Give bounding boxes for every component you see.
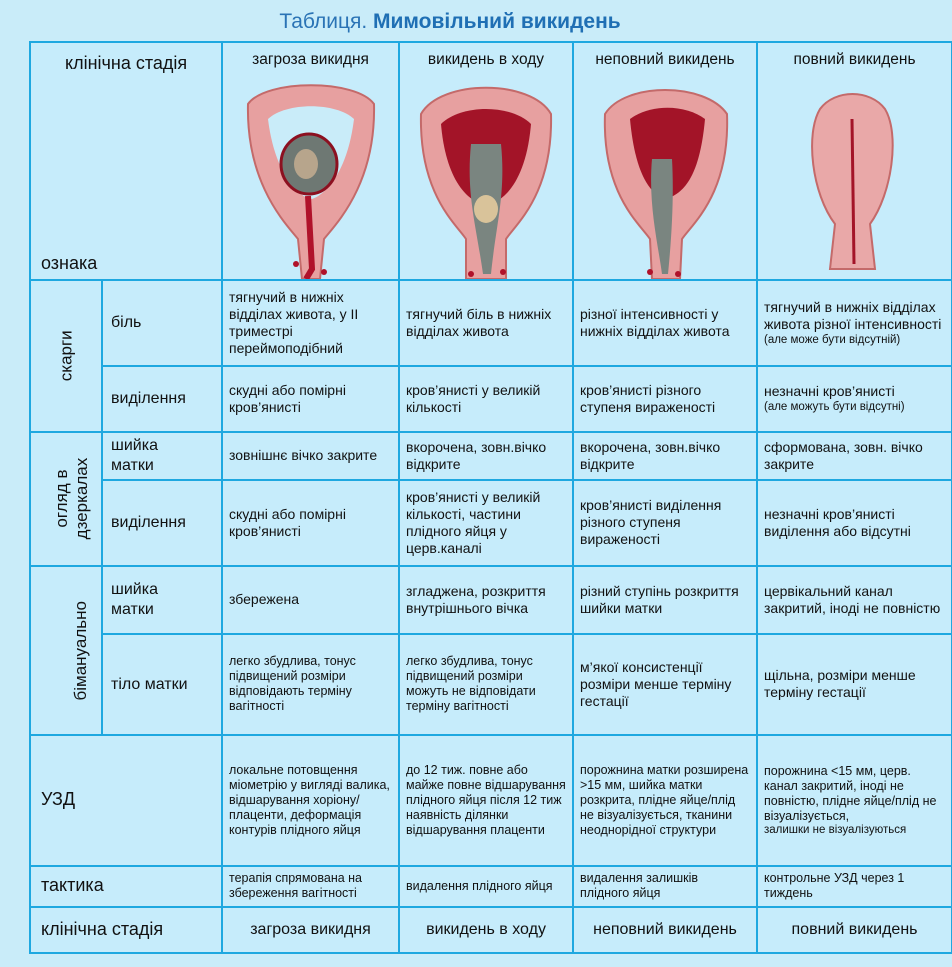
cell-discharge-complete: незначні кров’янисті(але можуть бути від…: [756, 364, 952, 433]
cell-tactics-inevitable: видалення плідного яйця: [398, 864, 574, 908]
cell-bcervix-threatened: збережена: [221, 564, 400, 635]
cell-tactics-threatened: терапія спрямована на збереження вагітно…: [221, 864, 400, 908]
sub-discharge: виділення: [101, 364, 223, 433]
uterus-inevitable-illustration: [419, 86, 553, 278]
stage-label: загроза викидня: [252, 51, 369, 68]
cell-discharge-inevitable: кров’янисті у великій кількості: [398, 364, 574, 433]
cell-body-incomplete: м’якої консистенції розміри менше термін…: [572, 632, 758, 736]
cell-cervix-inevitable: вкорочена, зовн.вічко відкрите: [398, 430, 574, 481]
cell-discharge2-complete: незначні кров’янисті виділення або відсу…: [756, 478, 952, 567]
header-complete: повний викидень: [756, 41, 952, 281]
cell-cervix-incomplete: вкорочена, зовн.вічко відкрите: [572, 430, 758, 481]
corner-sign-label: ознака: [41, 252, 98, 273]
footer-threatened: загроза викидня: [221, 905, 400, 954]
cell-tactics-incomplete: видалення залишків плідного яйця: [572, 864, 758, 908]
cell-pain-inevitable: тягнучий біль в нижніх відділах живота: [398, 278, 574, 367]
cell-usg-complete: порожнина <15 мм, церв. канал закритий, …: [756, 733, 952, 867]
sub-body: тіло матки: [101, 632, 223, 736]
cell-discharge-incomplete: кров’янисті різного ступеня вираженості: [572, 364, 758, 433]
cell-discharge2-inevitable: кров’янисті у великій кількості, частини…: [398, 478, 574, 567]
footer-inevitable: викидень в ходу: [398, 905, 574, 954]
cell-bcervix-inevitable: згладжена, розкриття внутрішнього вічка: [398, 564, 574, 635]
footer-incomplete: неповний викидень: [572, 905, 758, 954]
uterus-incomplete-illustration: [603, 89, 729, 278]
uterus-complete-illustration: [810, 92, 894, 270]
cell-usg-inevitable: до 12 тиж. повне або майже повне відшару…: [398, 733, 574, 867]
page-title: Таблиця. Мимовільний викидень: [0, 10, 900, 34]
cell-tactics-complete: контрольне УЗД через 1 тиждень: [756, 864, 952, 908]
group-complaints: скарги: [29, 278, 103, 433]
cell-pain-complete: тягнучий в нижніх відділах живота різної…: [756, 278, 952, 367]
stage-label: викидень в ходу: [427, 51, 545, 68]
cell-pain-threatened: тягнучий в нижніх відділах живота, у ІІ …: [221, 278, 400, 367]
cell-usg-threatened: локальне потовщення міометрію у вигляді …: [221, 733, 400, 867]
cell-discharge-threatened: скудні або помірні кров’янисті: [221, 364, 400, 433]
cell-discharge2-threatened: скудні або помірні кров’янисті: [221, 478, 400, 567]
title-main: Мимовільний викидень: [373, 10, 621, 33]
uterus-threatened-illustration: [246, 84, 375, 278]
stage-label: повний викидень: [793, 51, 916, 68]
cell-bcervix-complete: цервікальний канал закритий, іноді не по…: [756, 564, 952, 635]
cell-body-complete: щільна, розміри менше терміну гестації: [756, 632, 952, 736]
cell-body-threatened: легко збудлива, тонус підвищений розміри…: [221, 632, 400, 736]
cell-cervix-threatened: зовнішнє вічко закрите: [221, 430, 400, 481]
cell-body-inevitable: легко збудлива, тонус підвищений розміри…: [398, 632, 574, 736]
sub-pain: біль: [101, 278, 223, 367]
cell-discharge2-incomplete: кров’янисті виділення різного ступеня ви…: [572, 478, 758, 567]
group-bimanual: бімануально: [29, 564, 103, 736]
cell-usg-incomplete: порожнина матки розширена >15 мм, шийка …: [572, 733, 758, 867]
corner-cell: клінічна стадія ознака: [29, 41, 223, 281]
group-usg: УЗД: [29, 733, 223, 867]
corner-stage-label: клінічна стадія: [65, 53, 188, 73]
group-tactics: тактика: [29, 864, 223, 908]
cell-cervix-complete: сформована, зовн. вічко закрите: [756, 430, 952, 481]
cell-bcervix-incomplete: різний ступінь розкриття шийки матки: [572, 564, 758, 635]
footer-complete: повний викидень: [756, 905, 952, 954]
footer-stage-label: клінічна стадія: [29, 905, 223, 954]
sub-discharge2: виділення: [101, 478, 223, 567]
abortion-table: клінічна стадія ознака загроза викидня в…: [29, 41, 952, 954]
stage-label: неповний викидень: [595, 51, 735, 68]
cell-pain-incomplete: різної інтенсивності у нижніх відділах ж…: [572, 278, 758, 367]
header-inevitable: викидень в ходу: [398, 41, 574, 281]
header-threatened: загроза викидня: [221, 41, 400, 281]
header-incomplete: неповний викидень: [572, 41, 758, 281]
title-prefix: Таблиця.: [279, 10, 374, 33]
